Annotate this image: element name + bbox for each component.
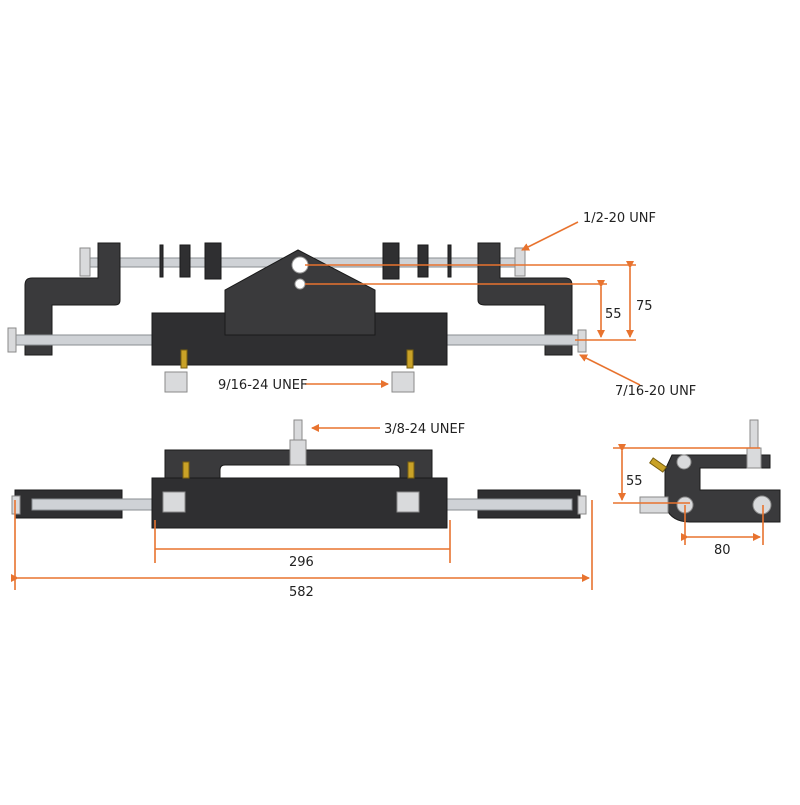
- right-bracket: [477, 242, 573, 356]
- nut: [514, 247, 526, 277]
- bleed-stud: [293, 419, 303, 441]
- nut: [577, 495, 587, 515]
- washer: [447, 244, 452, 278]
- lower-hole: [294, 278, 306, 290]
- washer: [159, 244, 164, 278]
- port-fitting: [391, 371, 415, 393]
- dim-582: 582: [289, 585, 314, 600]
- nut: [79, 247, 91, 277]
- label-9-16-24-unef: 9/16-24 UNEF: [218, 378, 308, 393]
- label-7-16-20-unf: 7/16-20 UNF: [615, 384, 696, 399]
- pivot-bolt: [676, 454, 692, 470]
- dim-55-side: 55: [626, 474, 643, 489]
- dim-80: 80: [714, 543, 731, 558]
- bleed-fitting: [649, 457, 667, 473]
- nut: [7, 327, 17, 353]
- nut: [577, 329, 587, 353]
- dim-55-top: 55: [605, 307, 622, 322]
- bleed-stud: [749, 419, 759, 449]
- spacer: [382, 242, 400, 280]
- bleed-fitting: [182, 461, 190, 479]
- spacer: [179, 244, 191, 278]
- top-view: 75 55 1/2-20 UNF 7/16-20 UNF 9/16-24 UNE…: [7, 211, 696, 399]
- label-1-2-20-unf: 1/2-20 UNF: [583, 211, 656, 226]
- left-bracket: [24, 242, 121, 356]
- port-nut: [396, 491, 420, 513]
- nut: [11, 495, 21, 515]
- dim-75: 75: [636, 299, 653, 314]
- dim-296: 296: [289, 555, 314, 570]
- spacer: [417, 244, 429, 278]
- side-view: 55 80: [613, 419, 781, 558]
- bleed-fitting: [406, 349, 414, 369]
- bleed-fitting: [407, 461, 415, 479]
- port-fitting: [639, 496, 669, 514]
- bleed-fitting: [180, 349, 188, 369]
- port-nut: [162, 491, 186, 513]
- port-fitting: [164, 371, 188, 393]
- spacer: [204, 242, 222, 280]
- stud-nut: [746, 447, 762, 469]
- rod-end-bolt: [752, 495, 772, 515]
- front-view: 3/8-24 UNEF 296 582: [11, 419, 593, 600]
- stud-nut: [289, 439, 307, 466]
- label-3-8-24-unef: 3/8-24 UNEF: [384, 422, 465, 437]
